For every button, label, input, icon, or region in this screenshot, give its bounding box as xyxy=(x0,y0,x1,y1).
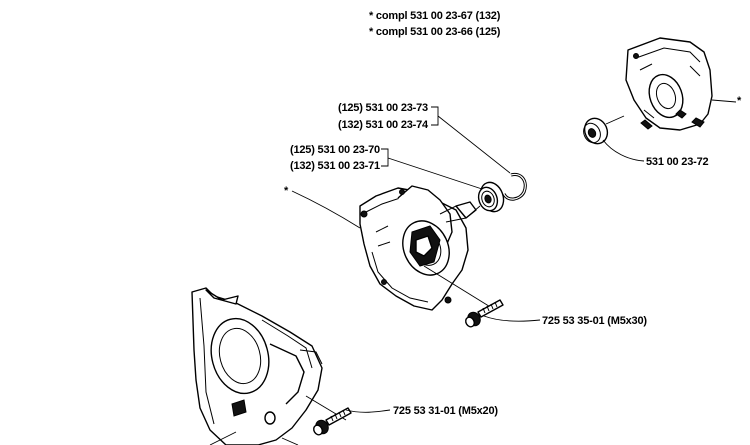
note-compl-132: * compl 531 00 23-67 (132) xyxy=(369,10,501,22)
label-screw-upper: 725 53 35-01 (M5x30) xyxy=(542,315,647,327)
bearing-right xyxy=(583,117,609,145)
leader-case-center xyxy=(291,190,361,229)
leader-case-right xyxy=(711,99,737,103)
leader-bottom-left xyxy=(209,431,237,445)
screw-upper xyxy=(465,299,504,328)
axis-line-center xyxy=(465,205,481,219)
label-circlip-125: (125) 531 00 23-73 xyxy=(338,102,428,114)
label-bearing-right: 531 00 23-72 xyxy=(646,156,709,168)
leader-circlip xyxy=(431,106,511,174)
label-bearing-132: (132) 531 00 23-71 xyxy=(290,160,380,172)
star-marker-right: * xyxy=(737,95,742,107)
housing-lower xyxy=(191,287,323,445)
screw-lower xyxy=(313,407,352,436)
circlip xyxy=(502,172,527,201)
label-bearing-125: (125) 531 00 23-70 xyxy=(290,144,380,156)
crankcase-half-center xyxy=(359,185,477,311)
leader-screw-lower xyxy=(345,409,391,413)
note-compl-125: * compl 531 00 23-66 (125) xyxy=(369,26,501,38)
star-marker-center: * xyxy=(284,185,289,197)
leader-bearing-center xyxy=(381,148,483,190)
bearing-center xyxy=(477,181,505,213)
crankcase-half-right xyxy=(625,37,713,131)
axis-line-screw-upper xyxy=(423,265,493,309)
leader-screw-upper xyxy=(483,315,541,322)
label-screw-lower: 725 53 31-01 (M5x20) xyxy=(393,405,498,417)
axis-line-bottom xyxy=(281,437,299,445)
leader-bearing-right xyxy=(602,139,645,162)
label-circlip-132: (132) 531 00 23-74 xyxy=(338,119,429,131)
axis-line-right xyxy=(605,115,625,125)
